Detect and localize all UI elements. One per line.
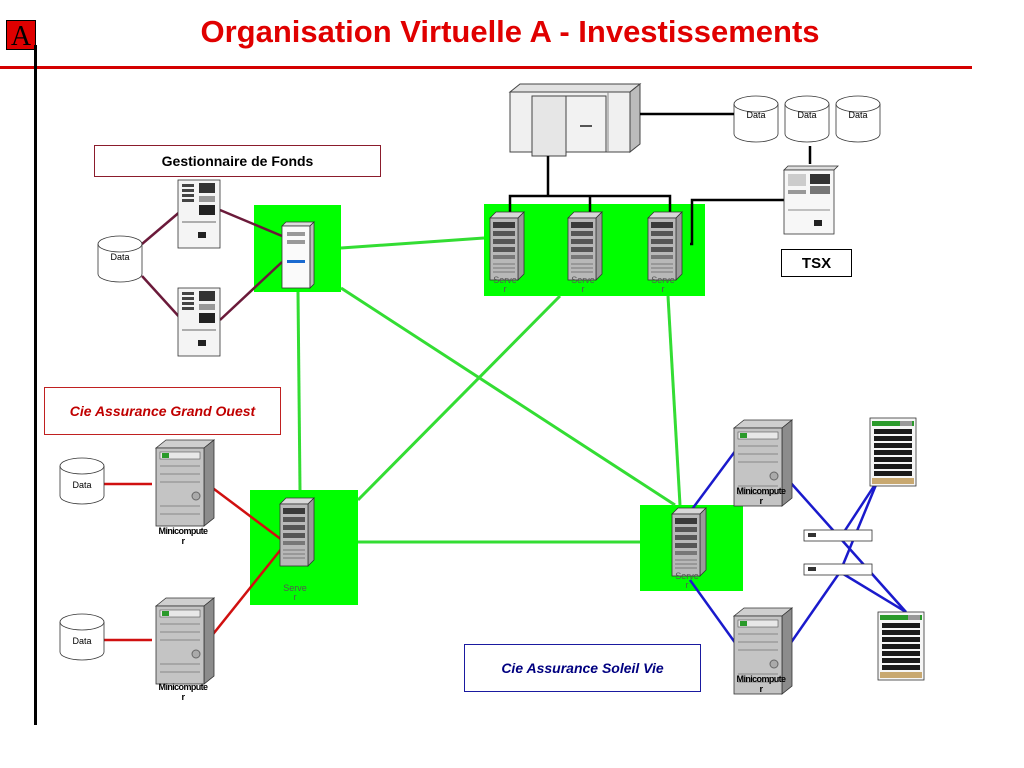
- server-label-grand-ouest: Serve r: [278, 584, 312, 602]
- data-label-top-2: Data: [797, 110, 817, 120]
- grand-ouest-minicomputer-2: [155, 597, 215, 685]
- minicomputer-label-go-1: Minicompute r: [148, 526, 218, 546]
- server-label-line1: Serve: [283, 583, 307, 593]
- gestionnaire-links: [141, 208, 283, 321]
- minicomputer-label-go-2: Minicompute r: [148, 682, 218, 702]
- minicomputer-label-line2: r: [759, 684, 764, 694]
- server-label-line2: r: [293, 592, 297, 602]
- gestionnaire-server-2: [177, 287, 221, 357]
- server-label-soleil-vie: Serve r: [670, 572, 704, 590]
- server-label-central-1: Serve r: [488, 276, 522, 294]
- server-label-central-3: Serve r: [646, 276, 680, 294]
- server-label-line2: r: [685, 580, 689, 590]
- label-gestionnaire-de-fonds: Gestionnaire de Fonds: [94, 145, 381, 177]
- data-label-top-1: Data: [746, 110, 766, 120]
- label-tsx: TSX: [781, 249, 852, 277]
- soleil-vie-switch-1: [803, 529, 873, 542]
- minicomputer-label-line1: Minicompute: [736, 674, 787, 684]
- data-label-gestionnaire: Data: [110, 252, 130, 262]
- minicomputer-label-line1: Minicompute: [736, 486, 787, 496]
- server-label-line1: Serve: [493, 275, 517, 285]
- label-cie-assurance-soleil-vie: Cie Assurance Soleil Vie: [464, 644, 701, 692]
- page-title: Organisation Virtuelle A - Investissemen…: [200, 14, 820, 49]
- server-label-line1: Serve: [651, 275, 675, 285]
- soleil-vie-server: [671, 507, 707, 577]
- logo-mark: A: [6, 20, 36, 52]
- server-label-line1: Serve: [571, 275, 595, 285]
- backbone-links: [296, 236, 682, 544]
- data-label-top-3: Data: [848, 110, 868, 120]
- minicomputer-label-line2: r: [181, 536, 186, 546]
- minicomputer-label-line1: Minicompute: [158, 526, 209, 536]
- soleil-vie-panel-1: [869, 417, 917, 487]
- grand-ouest-minicomputer-1: [155, 439, 215, 527]
- minicomputer-label-sv-2: Minicompute r: [726, 674, 796, 694]
- minicomputer-label-sv-1: Minicompute r: [726, 486, 796, 506]
- central-server-3: [647, 211, 683, 281]
- title-underline: [0, 66, 972, 69]
- minicomputer-label-line2: r: [759, 496, 764, 506]
- server-label-line1: Serve: [675, 571, 699, 581]
- server-label-line2: r: [581, 284, 585, 294]
- soleil-vie-switch-2: [803, 563, 873, 576]
- server-label-line2: r: [661, 284, 665, 294]
- mainframe-icon: [508, 82, 642, 157]
- left-margin-line: [34, 45, 37, 725]
- server-label-line2: r: [503, 284, 507, 294]
- gestionnaire-workstation-icon: [281, 221, 315, 289]
- soleil-vie-panel-2: [877, 611, 925, 681]
- soleil-vie-links: [688, 449, 907, 645]
- central-server-2: [567, 211, 603, 281]
- label-cie-assurance-grand-ouest: Cie Assurance Grand Ouest: [44, 387, 281, 435]
- data-label-grand-ouest-1: Data: [72, 480, 92, 490]
- data-label-grand-ouest-2: Data: [72, 636, 92, 646]
- minicomputer-label-line2: r: [181, 692, 186, 702]
- grand-ouest-server: [279, 497, 315, 567]
- mainframe-links: [508, 112, 812, 246]
- grand-ouest-links: [104, 482, 283, 642]
- tsx-server-icon: [783, 165, 839, 235]
- minicomputer-label-line1: Minicompute: [158, 682, 209, 692]
- gestionnaire-server-1: [177, 179, 221, 249]
- central-server-1: [489, 211, 525, 281]
- server-label-central-2: Serve r: [566, 276, 600, 294]
